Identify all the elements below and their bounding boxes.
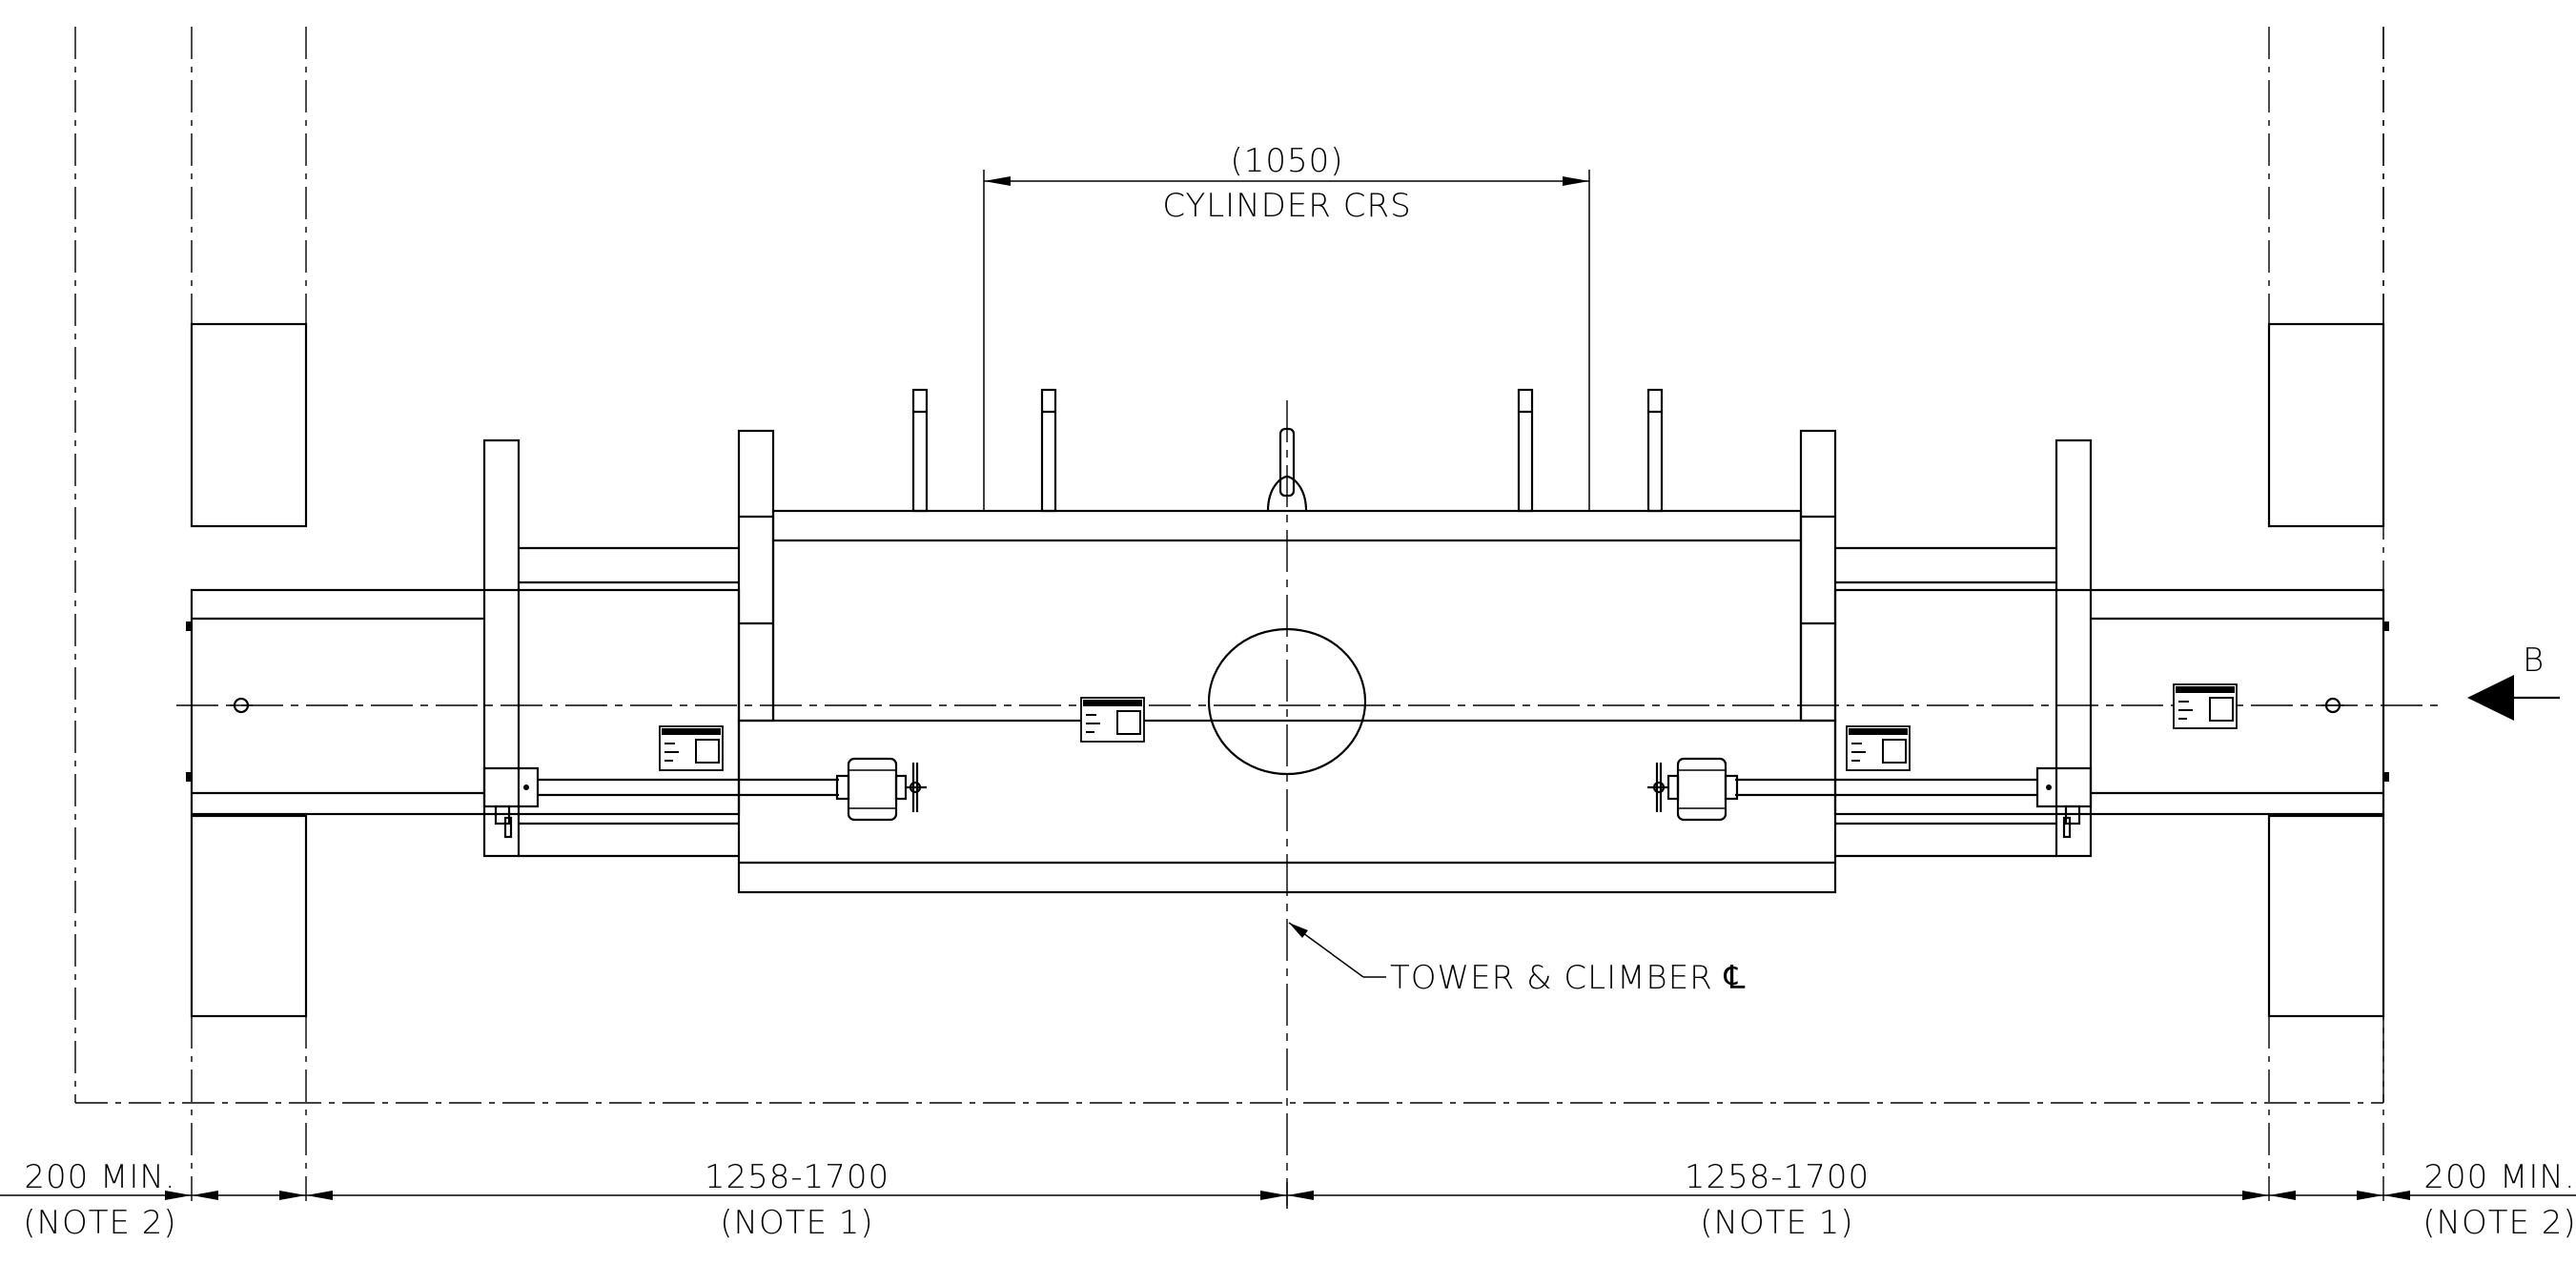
cylinder-crs-dimension: (1050) CYLINDER CRS bbox=[983, 142, 1590, 511]
right-cylinder bbox=[1647, 757, 2093, 839]
wall-section-bottom-left bbox=[190, 814, 308, 1018]
right-inner-clamp bbox=[1799, 429, 1837, 723]
wall-section-top-right bbox=[2267, 322, 2385, 528]
centerline-leader: TOWER & CLIMBER ℄ bbox=[1288, 922, 1746, 997]
view-marker-b: B bbox=[2467, 642, 2560, 721]
bottom-dimensions: 200 MIN. (NOTE 2) 1258-1700 (NOTE 1) 125… bbox=[0, 1158, 2576, 1242]
dim-right-range-note: (NOTE 1) bbox=[1700, 1204, 1853, 1242]
dim-right-range: 1258-1700 bbox=[1685, 1158, 1870, 1196]
nameplate-right-outer bbox=[2173, 683, 2238, 729]
wall-section-top-left bbox=[190, 322, 308, 528]
dim-right-min: 200 MIN. bbox=[2423, 1158, 2575, 1196]
view-marker-label: B bbox=[2523, 642, 2545, 680]
right-outer-clamp bbox=[1835, 438, 2093, 858]
left-inner-clamp bbox=[737, 429, 775, 723]
top-pins bbox=[911, 388, 1664, 513]
left-outer-clamp bbox=[482, 438, 739, 858]
left-cylinder bbox=[482, 757, 927, 839]
nameplate-right-inner bbox=[1846, 725, 1911, 771]
dim-left-range-note: (NOTE 1) bbox=[720, 1204, 873, 1242]
cylinder-dim-label: CYLINDER CRS bbox=[1162, 187, 1411, 225]
cylinder-dim-value: (1050) bbox=[1230, 142, 1343, 180]
dim-left-min-note: (NOTE 2) bbox=[23, 1204, 176, 1242]
wall-section-bottom-right bbox=[2267, 814, 2385, 1018]
nameplate-center bbox=[1080, 697, 1145, 743]
dim-left-range: 1258-1700 bbox=[705, 1158, 889, 1196]
centerline-label: TOWER & CLIMBER ℄ bbox=[1390, 959, 1746, 997]
dim-left-min: 200 MIN. bbox=[24, 1158, 175, 1196]
dim-right-min-note: (NOTE 2) bbox=[2423, 1204, 2576, 1242]
nameplate-left bbox=[659, 725, 724, 771]
